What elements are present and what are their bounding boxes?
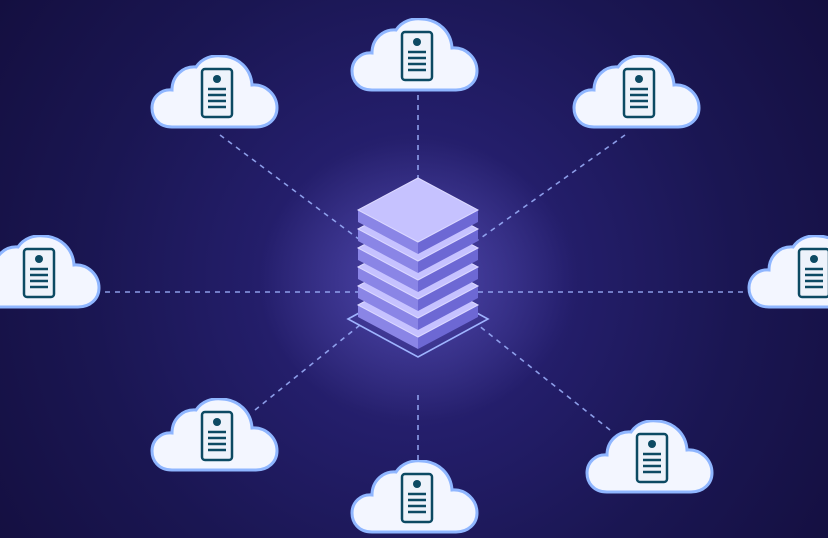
cloud-document-icon	[152, 399, 277, 470]
cloud-document-icon	[152, 56, 277, 127]
cloud-document-icon	[574, 56, 699, 127]
cloud-document-icon	[749, 236, 828, 307]
cloud-document-icon	[352, 19, 477, 90]
cloud-document-icon	[352, 461, 477, 532]
cloud-document-icon	[0, 236, 99, 307]
server-stack-icon	[348, 178, 488, 357]
cloud-document-icon	[587, 421, 712, 492]
